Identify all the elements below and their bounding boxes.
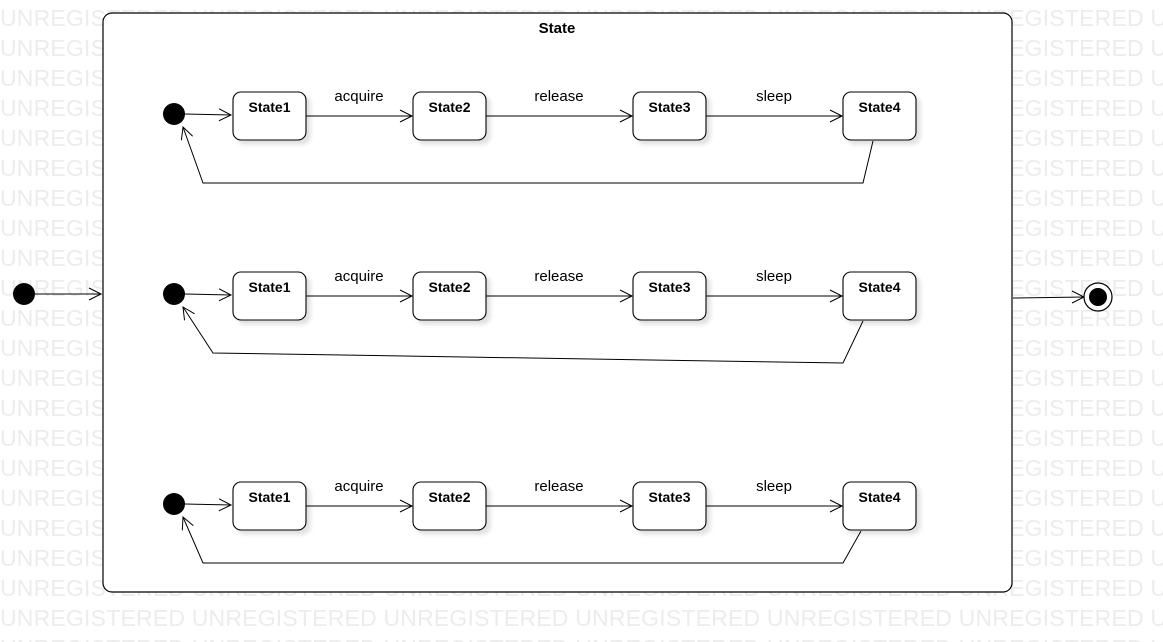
arrowhead (218, 108, 233, 122)
transition-label: sleep (756, 268, 792, 285)
initial-transition[interactable] (184, 113, 232, 116)
initial-pseudostate[interactable] (163, 103, 185, 125)
return-transition[interactable] (182, 516, 862, 564)
state-label: State3 (648, 99, 690, 115)
transition-label: acquire (334, 268, 383, 285)
transition-label: release (534, 88, 583, 105)
arrowhead (619, 499, 634, 513)
transition-label: sleep (756, 88, 792, 105)
arrowhead (829, 499, 844, 513)
final-state-inner-dot (1089, 288, 1107, 306)
initial-transition[interactable] (184, 293, 232, 296)
transition-label: release (534, 268, 583, 285)
initial-pseudostate[interactable] (163, 283, 185, 305)
return-transition[interactable] (182, 306, 864, 364)
transition-label: acquire (334, 88, 383, 105)
transition-label: release (534, 478, 583, 495)
state-label: State1 (248, 279, 290, 295)
arrowhead (829, 289, 844, 303)
watermark-row: UNREGISTERED UNREGISTERED UNREGISTERED U… (0, 633, 1163, 642)
arrowhead (180, 125, 194, 141)
transition-label: acquire (334, 478, 383, 495)
state-label: State1 (248, 489, 290, 505)
arrowhead (88, 287, 103, 301)
composite-state-title: State (539, 20, 576, 37)
state-label: State4 (858, 99, 900, 115)
return-transition[interactable] (182, 126, 874, 184)
arrowhead (181, 515, 194, 531)
final-transition[interactable] (1012, 296, 1085, 299)
state-label: State2 (428, 489, 470, 505)
arrowhead (218, 288, 233, 302)
arrowhead (399, 109, 414, 123)
state-label: State3 (648, 489, 690, 505)
transition-label: sleep (756, 478, 792, 495)
state-label: State4 (858, 279, 900, 295)
state-label: State2 (428, 279, 470, 295)
arrowhead (218, 498, 233, 512)
composite-state-frame[interactable] (102, 12, 1013, 593)
state-label: State3 (648, 279, 690, 295)
arrowhead (619, 289, 634, 303)
arrowhead (619, 109, 634, 123)
arrowhead (399, 499, 414, 513)
arrowhead (829, 109, 844, 123)
state-label: State1 (248, 99, 290, 115)
arrowhead (399, 289, 414, 303)
outer-initial-pseudostate[interactable] (13, 283, 35, 305)
initial-transition[interactable] (184, 503, 232, 506)
state-label: State4 (858, 489, 900, 505)
watermark-row: UNREGISTERED UNREGISTERED UNREGISTERED U… (0, 605, 1163, 631)
arrowhead (182, 306, 195, 321)
state-label: State2 (428, 99, 470, 115)
initial-pseudostate[interactable] (163, 493, 185, 515)
